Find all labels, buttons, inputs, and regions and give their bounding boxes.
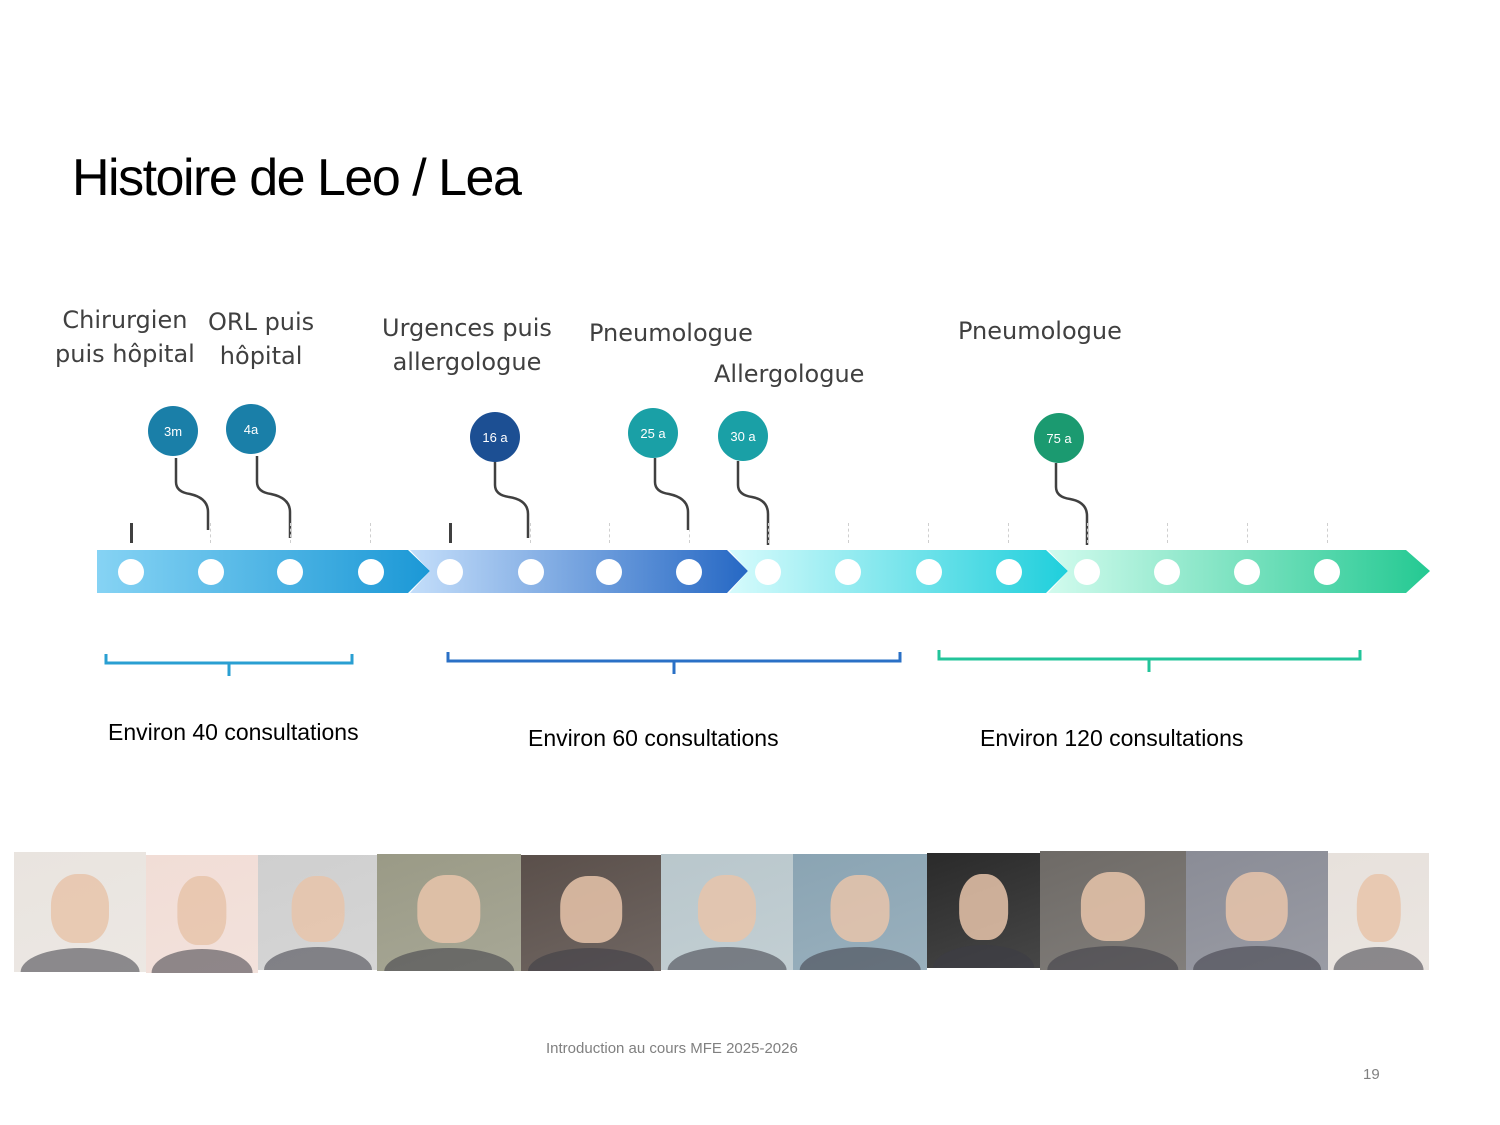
portrait-shoulders: [1193, 946, 1321, 970]
timeline-tick: [689, 523, 690, 543]
portrait-silhouette: [958, 873, 1009, 941]
timeline-segment-3: [729, 550, 1068, 593]
portrait-silhouette: [1080, 872, 1146, 942]
timeline-dot: [437, 559, 463, 585]
portrait-shoulders: [20, 948, 140, 972]
timeline-dot: [518, 559, 544, 585]
age-pin-30a: 30 a: [718, 411, 768, 461]
portrait-silhouette: [50, 873, 110, 944]
connector-4: [653, 458, 690, 530]
connector-2: [255, 456, 292, 538]
timeline-tick: [290, 523, 291, 543]
portrait-silhouette: [830, 874, 890, 943]
timeline-segment-2: [410, 550, 748, 593]
timeline-tick: [1008, 523, 1009, 543]
timeline-tick: [768, 523, 769, 543]
timeline-dot: [277, 559, 303, 585]
timeline-tick: [370, 523, 371, 543]
portrait-shoulders: [1047, 946, 1179, 970]
timeline-dot: [358, 559, 384, 585]
portrait-silhouette: [1225, 872, 1289, 942]
timeline-tick: [530, 523, 531, 543]
timeline-tick: [1327, 523, 1328, 543]
teen-boy-photo: [521, 855, 661, 971]
age-pin-16a: 16 a: [470, 412, 520, 462]
brace-3: [937, 650, 1362, 672]
connector-6: [1054, 463, 1089, 545]
timeline-dot: [1234, 559, 1260, 585]
newborn-photo: [14, 852, 146, 972]
portrait-shoulders: [799, 946, 921, 970]
age-pin-3m: 3m: [148, 406, 198, 456]
connector-1: [174, 458, 210, 530]
portrait-silhouette: [1356, 874, 1401, 942]
portrait-shoulders: [667, 946, 787, 970]
timeline-tick: [848, 523, 849, 543]
timeline-dot: [676, 559, 702, 585]
timeline-tick: [1087, 523, 1088, 543]
middle-aged-man-photo: [1040, 851, 1186, 970]
event-label-5: Allergologue: [714, 360, 865, 388]
timeline-tick: [449, 523, 452, 543]
elderly-woman-photo: [1328, 853, 1429, 970]
timeline-dot: [1154, 559, 1180, 585]
event-label-4: Pneumologue: [589, 319, 753, 347]
timeline-dot: [1314, 559, 1340, 585]
elderly-man-photo: [1186, 851, 1328, 970]
brace-1: [104, 654, 354, 676]
child-photo: [258, 855, 378, 970]
portrait-shoulders: [384, 947, 514, 971]
timeline-tick: [210, 523, 211, 543]
connector-5: [736, 461, 770, 545]
period-label-3: Environ 120 consultations: [980, 725, 1244, 751]
portrait-shoulders: [151, 949, 253, 973]
timeline-tick: [130, 523, 133, 543]
timeline-dot: [118, 559, 144, 585]
timeline-dot: [755, 559, 781, 585]
age-pin-75a: 75 a: [1034, 413, 1084, 463]
brace-2: [446, 652, 902, 674]
age-pin-25a: 25 a: [628, 408, 678, 458]
portrait-shoulders: [264, 947, 372, 970]
young-man-photo: [793, 854, 927, 970]
portrait-shoulders: [932, 945, 1035, 968]
timeline-dot: [835, 559, 861, 585]
timeline-dot: [198, 559, 224, 585]
portrait-silhouette: [560, 875, 622, 944]
period-label-1: Environ 40 consultations: [108, 719, 359, 745]
portrait-shoulders: [528, 947, 654, 971]
connector-3: [493, 461, 530, 538]
timeline-tick: [1167, 523, 1168, 543]
baby-photo: [146, 855, 258, 973]
timeline-tick: [609, 523, 610, 543]
portrait-silhouette: [291, 875, 345, 943]
portrait-shoulders: [1333, 946, 1424, 970]
page-title: Histoire de Leo / Lea: [72, 149, 522, 207]
event-label-6: Pneumologue: [958, 317, 1122, 345]
young-woman-photo: [661, 854, 793, 970]
portrait-silhouette: [417, 875, 481, 943]
timeline-segment-1: [97, 550, 430, 593]
timeline-tick: [928, 523, 929, 543]
age-pin-4a: 4a: [226, 404, 276, 454]
portrait-silhouette: [177, 876, 227, 945]
period-label-2: Environ 60 consultations: [528, 725, 779, 751]
timeline-dot: [916, 559, 942, 585]
page-number: 19: [1363, 1066, 1380, 1083]
timeline-dot: [1074, 559, 1100, 585]
timeline-dot: [996, 559, 1022, 585]
timeline-dot: [596, 559, 622, 585]
woman-photo: [927, 853, 1040, 968]
timeline-tick: [1247, 523, 1248, 543]
portrait-silhouette: [697, 874, 757, 943]
girl-photo: [377, 854, 521, 971]
footer-text: Introduction au cours MFE 2025-2026: [546, 1040, 798, 1057]
